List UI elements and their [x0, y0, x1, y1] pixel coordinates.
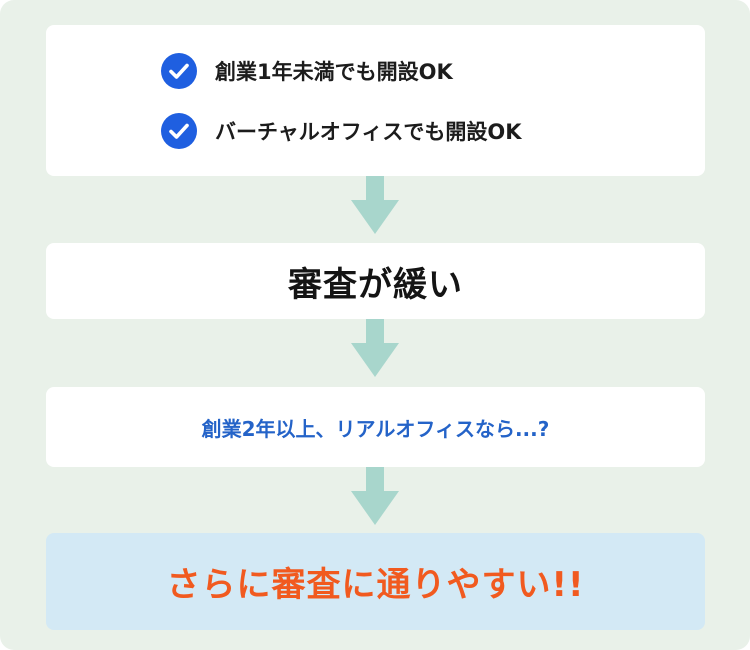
check-circle-icon [161, 53, 197, 89]
step-card-lenient-review: 審査が緩い [46, 243, 705, 319]
step-title: 審査が緩い [288, 264, 463, 305]
step-card-conclusion: さらに審査に通りやすい!! [46, 533, 705, 630]
condition-item: バーチャルオフィスでも開設OK [161, 113, 522, 149]
arrow-down-icon [351, 176, 399, 234]
condition-label: バーチャルオフィスでも開設OK [215, 120, 522, 144]
arrow-down-icon [351, 467, 399, 525]
step-question-text: 創業2年以上、リアルオフィスなら...? [201, 416, 550, 441]
condition-item: 創業1年未満でも開設OK [161, 53, 453, 89]
check-circle-icon [161, 113, 197, 149]
arrow-down-icon [351, 319, 399, 377]
conclusion-text: さらに審査に通りやすい!! [166, 565, 585, 605]
condition-label: 創業1年未満でも開設OK [215, 60, 453, 84]
step-card-conditions: 創業1年未満でも開設OK バーチャルオフィスでも開設OK [46, 25, 705, 176]
step-card-question: 創業2年以上、リアルオフィスなら...? [46, 387, 705, 467]
